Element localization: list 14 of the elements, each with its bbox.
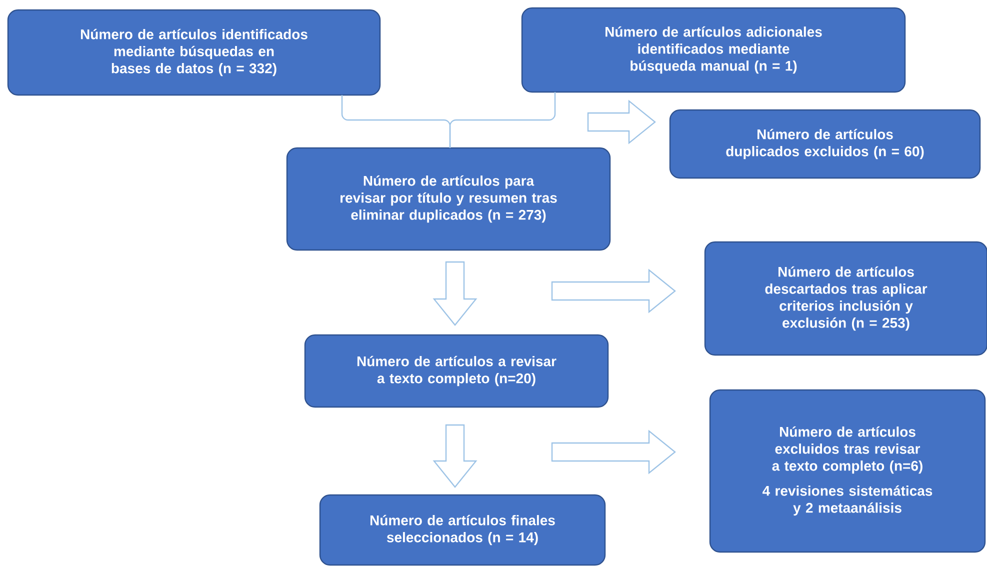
process-box: Número de artículos a revisar a texto completo (n=20) xyxy=(304,334,609,408)
process-box: Número de artículos excluidos tras revisar a texto completo (n=6) 4 revisiones sistemáticas y 2 metaanálisis xyxy=(709,389,986,553)
block-arrow xyxy=(551,430,676,474)
block-arrow xyxy=(432,261,478,326)
process-box: Número de artículos finales seleccionados (n = 14) xyxy=(319,494,606,566)
bracket-line xyxy=(449,92,556,148)
process-box: Número de artículos para revisar por título y resumen tras eliminar duplicados (n = 273) xyxy=(286,147,611,251)
block-arrow xyxy=(432,424,478,488)
process-box: Número de artículos adicionales identificados mediante búsqueda manual (n = 1) xyxy=(521,7,906,93)
block-arrow xyxy=(587,100,656,144)
process-box: Número de artículos descartados tras aplicar criterios inclusión y exclusión (n = 253) xyxy=(704,241,987,356)
process-box: Número de artículos duplicados excluidos (n = 60) xyxy=(669,109,981,179)
process-box: Número de artículos identificados mediante búsquedas en bases de datos (n = 332) xyxy=(7,9,381,96)
block-arrow xyxy=(551,268,676,314)
